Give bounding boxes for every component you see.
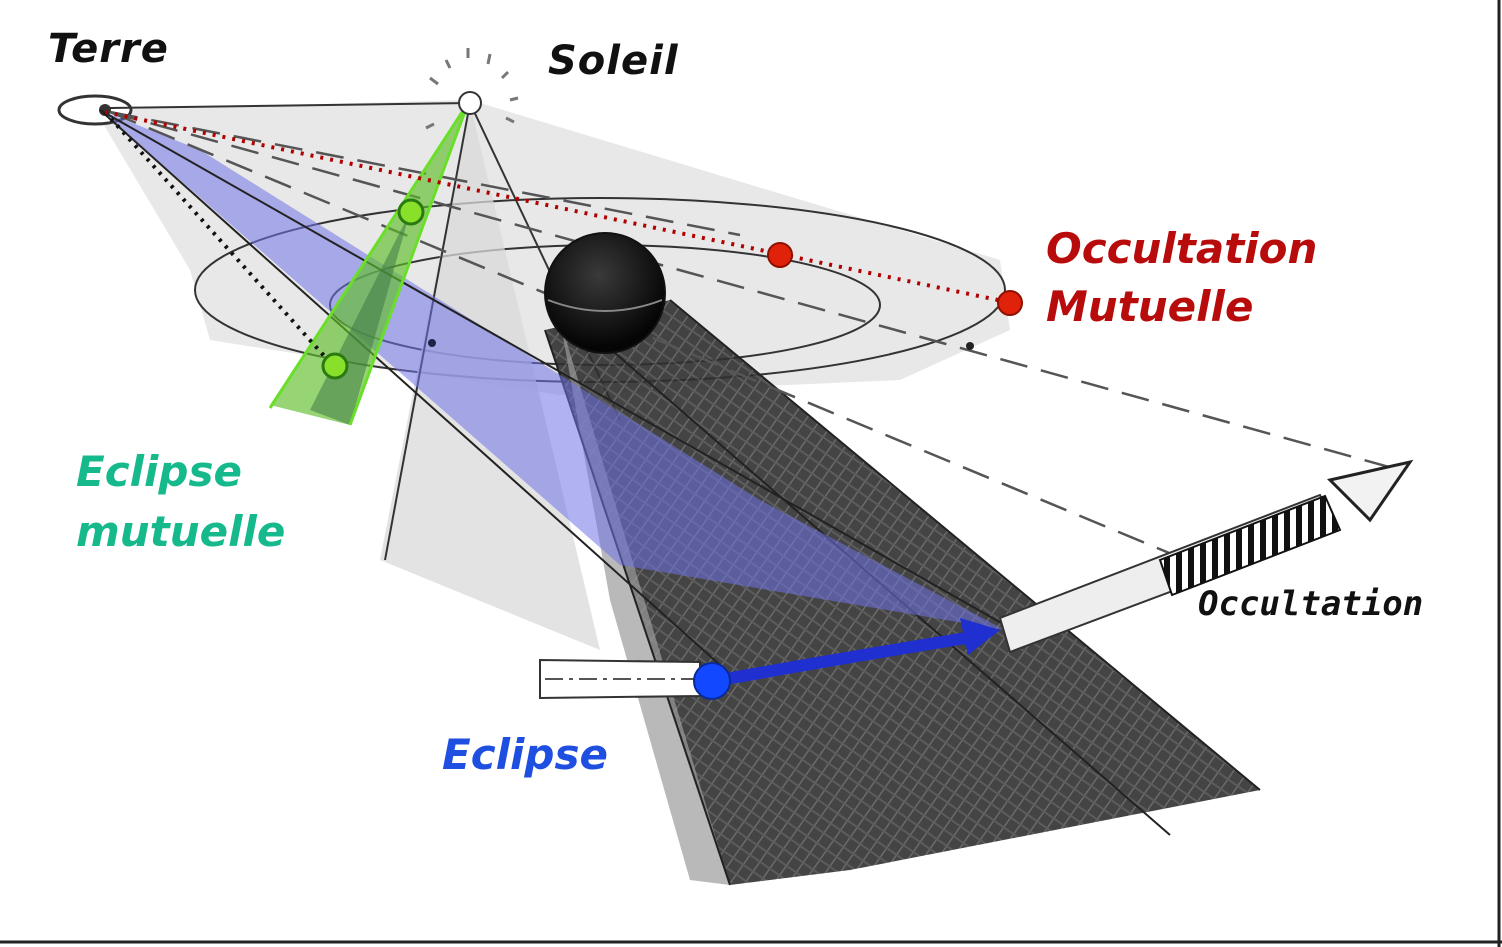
terre-label: Terre	[48, 26, 169, 72]
red-dotted-line	[104, 110, 1013, 305]
red-body-inner	[767, 242, 793, 268]
blue-body	[693, 662, 731, 700]
eclipse-arrow-head-icon	[960, 618, 1000, 655]
green-eclipse-cone	[270, 103, 468, 425]
eclipse-mutuelle-line1: Eclipse	[76, 447, 242, 496]
green-body-lower	[321, 352, 349, 380]
occultation-label: Occultation	[1198, 584, 1424, 624]
occultation-mutuelle-label: Occultation Mutuelle	[1046, 220, 1317, 336]
occultation-arrow-icon	[1327, 459, 1414, 523]
orbital-plane-shade	[95, 100, 1010, 395]
occultation-mutuelle-line1: Occultation	[1046, 224, 1318, 273]
eclipse-label: Eclipse	[442, 730, 608, 779]
green-body-upper	[397, 198, 425, 226]
occultation-striped-zone	[1158, 494, 1342, 597]
occultation-mutuelle-line2: Mutuelle	[1046, 282, 1254, 331]
eclipse-mutuelle-line2: mutuelle	[76, 507, 286, 556]
dotted-line-green	[103, 110, 337, 370]
eclipse-path-arrow	[718, 629, 986, 686]
earth-sun-line	[109, 102, 471, 109]
eclipse-mutuelle-label: Eclipse mutuelle	[76, 442, 285, 562]
soleil-label: Soleil	[548, 38, 679, 84]
planet-icon	[544, 232, 666, 354]
red-body-outer	[997, 290, 1023, 316]
sun-icon	[458, 91, 482, 115]
eclipse-blue-cone	[100, 110, 1005, 630]
sun-rays-icon	[425, 48, 519, 130]
